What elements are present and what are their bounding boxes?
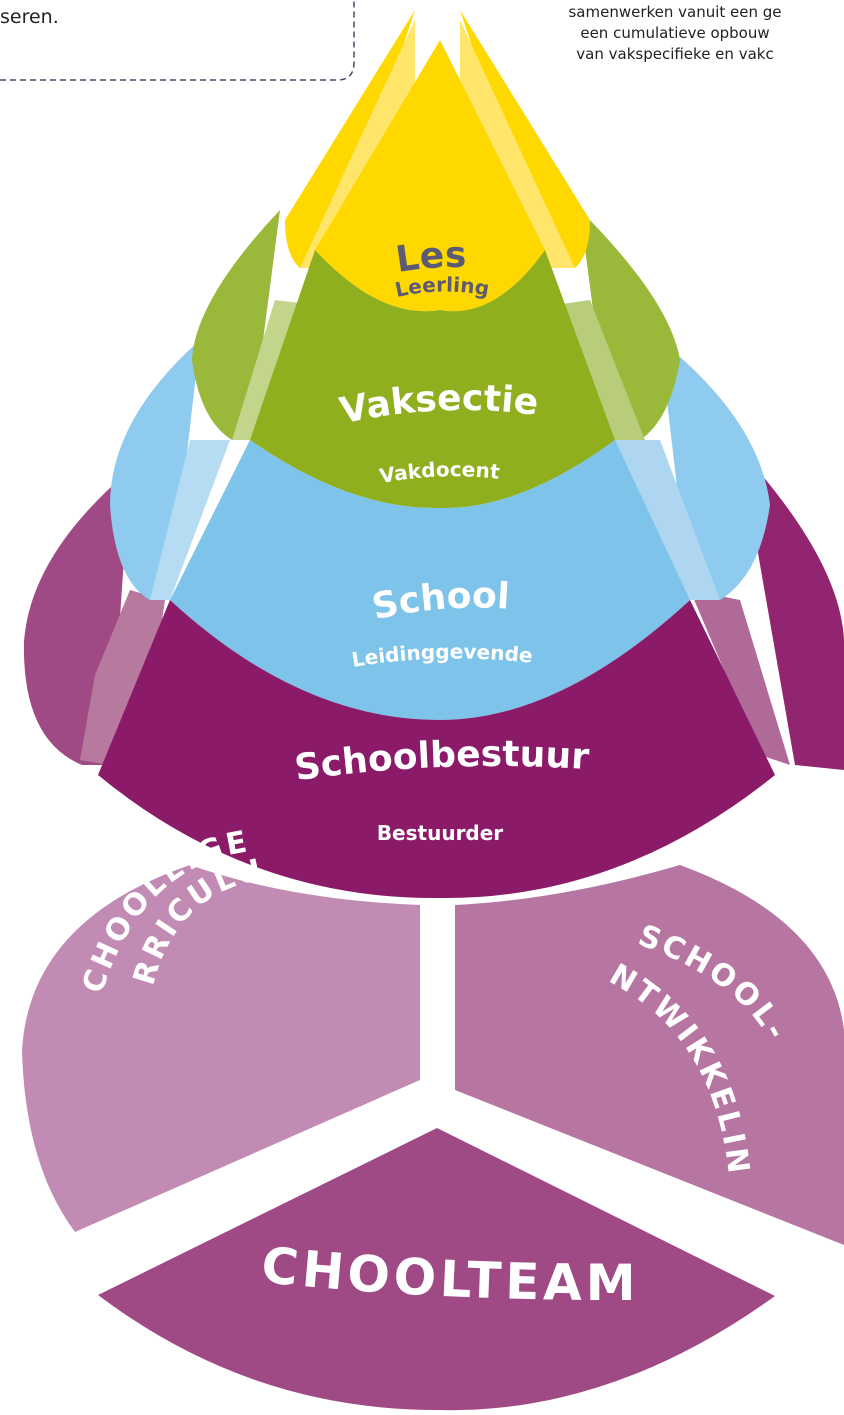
tier-les-left-back [285,10,415,268]
context-line-2: een cumulatieve opbouw [580,24,770,42]
tier-vaksectie [250,250,615,509]
tier-school-left-facet [150,440,230,600]
tier-school [170,440,690,720]
tier-les-right-facet [460,20,575,268]
tier-schoolbestuur [98,600,775,899]
tier-les [315,40,545,312]
context-line-1: samenwerken vanuit een ge [568,3,782,21]
base-segment-bottom [98,1128,775,1411]
tier-vaksectie-right-facet [555,300,645,440]
tier-les-left-facet [300,20,415,268]
tier-les-right-back [460,10,590,268]
label-schoolbestuur-subtitle: Bestuurder [377,821,503,845]
tier-vaksectie-left-back [192,210,280,440]
context-text-left: seren. [0,6,59,28]
base-segment-right [455,865,844,1245]
context-text-right: samenwerken vanuit een ge een cumulatiev… [495,2,844,65]
tier-school-right-facet [610,440,720,600]
dashed-box-border [0,0,355,81]
tier-bestuur-right-facet [690,590,790,765]
context-line-3: van vakspecifieke en vakc [576,45,774,63]
label-les-title: Les [393,235,466,281]
base-segment-left [22,865,420,1232]
tier-bestuur-right-back [740,450,844,770]
